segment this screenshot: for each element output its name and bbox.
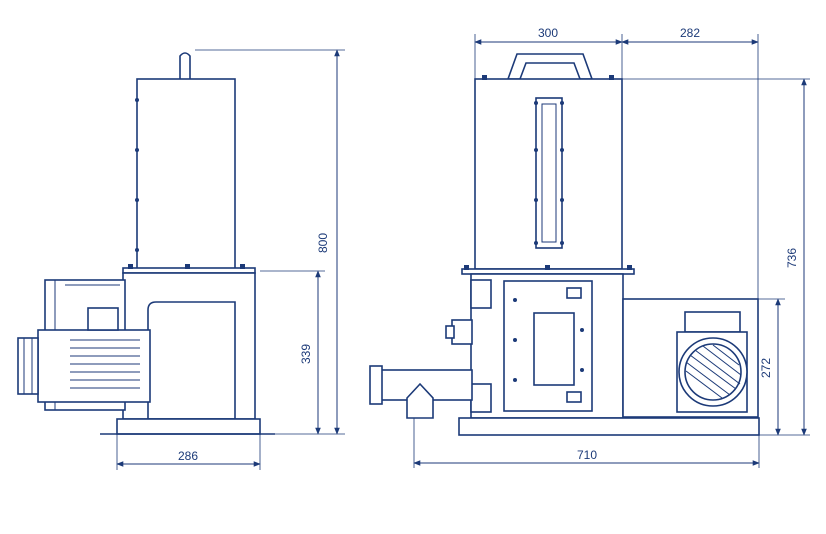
dim-front-total-height: 736 — [785, 248, 799, 268]
dim-hopper-width: 300 — [538, 26, 558, 40]
side-dimensions: 286 800 339 — [116, 49, 345, 470]
dim-side-width: 286 — [178, 449, 198, 463]
side-vent-pipe — [179, 52, 191, 79]
side-hopper — [136, 78, 236, 272]
front-outlet-elbow — [406, 382, 434, 419]
side-base-plate — [116, 418, 261, 435]
side-motor — [37, 329, 151, 403]
front-base-plate — [458, 417, 760, 436]
side-motor-fan-cover — [17, 337, 39, 395]
front-door-latch-top — [566, 287, 582, 299]
front-door-window — [533, 312, 575, 386]
side-motor-terminal-box — [87, 307, 119, 331]
dim-total-width: 710 — [577, 448, 597, 462]
side-motor-fins — [70, 339, 140, 389]
side-body-inner — [147, 301, 236, 420]
dim-right-offset: 282 — [680, 26, 700, 40]
front-door-latch-bottom — [566, 391, 582, 403]
front-handle — [506, 53, 594, 80]
side-view — [17, 52, 275, 435]
dim-motor-height: 272 — [759, 358, 773, 378]
front-valve — [451, 319, 473, 345]
front-view — [369, 53, 760, 436]
front-flange-bolts — [464, 265, 632, 270]
front-hopper-bolts — [482, 75, 614, 80]
front-sight-glass — [535, 97, 563, 249]
dim-side-base-height: 339 — [299, 344, 313, 364]
front-door-bolts — [513, 298, 584, 382]
front-fitting-bottom — [470, 383, 492, 413]
front-outlet-flange — [369, 365, 383, 405]
front-motor-terminal-box — [684, 311, 741, 333]
front-inspection-door — [503, 280, 593, 412]
front-dimensions: 300 282 710 736 272 — [413, 26, 810, 468]
front-fitting-top — [470, 279, 492, 309]
side-flange-bolts — [128, 264, 245, 269]
side-hopper-bolts — [135, 98, 139, 252]
sight-glass-bolts — [534, 101, 564, 245]
dim-side-total-height: 800 — [316, 233, 330, 253]
front-fan-grille — [678, 337, 748, 407]
